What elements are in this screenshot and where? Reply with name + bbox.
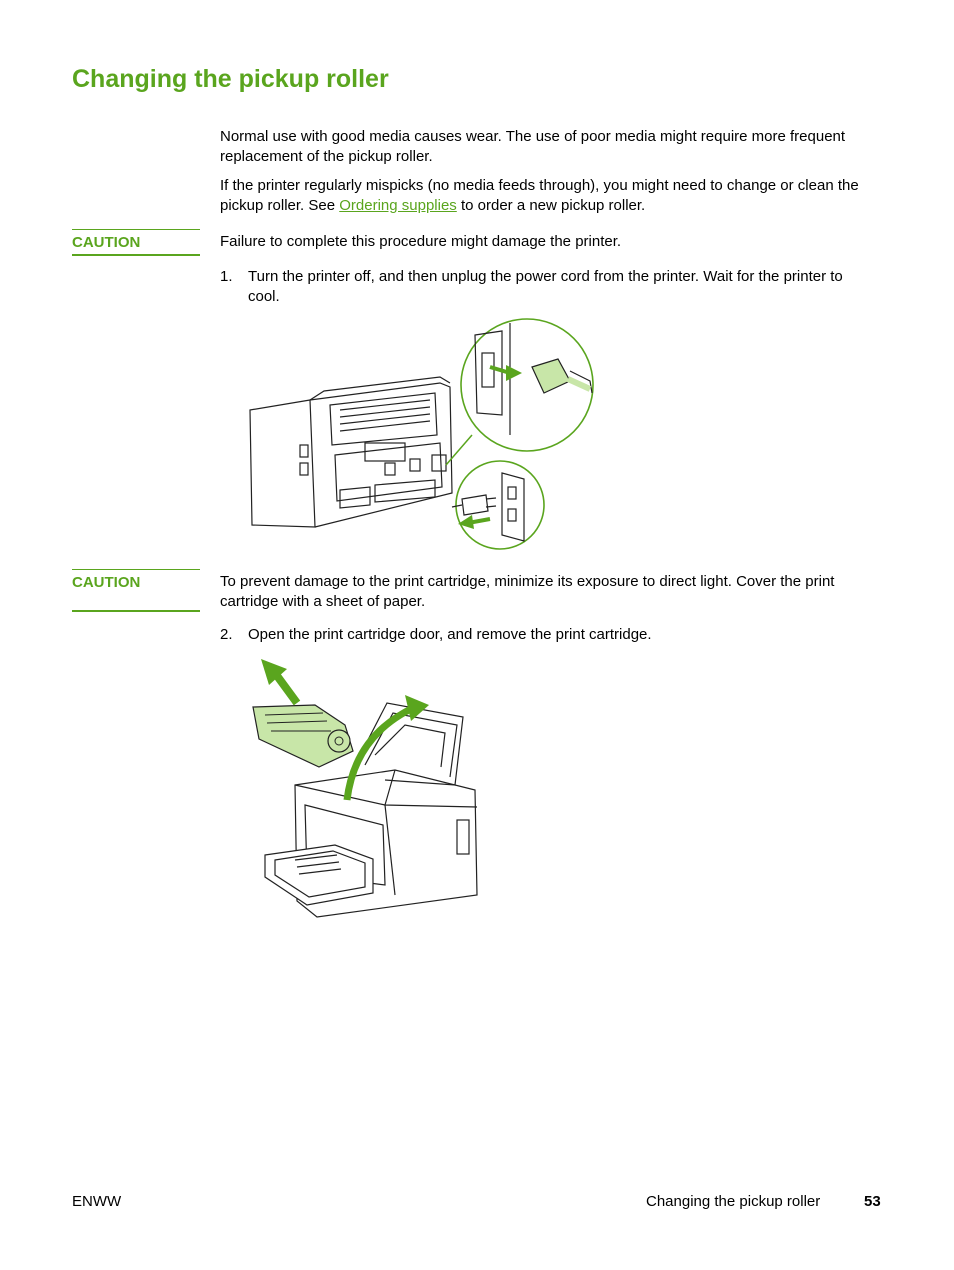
ordering-supplies-link[interactable]: Ordering supplies (339, 196, 457, 214)
caution-label-1: CAUTION (72, 229, 200, 256)
page-title: Changing the pickup roller (72, 65, 389, 93)
step-2: 2. Open the print cartridge door, and re… (220, 625, 870, 645)
footer-page-number: 53 (864, 1193, 881, 1210)
mispick-text-before: If the printer regularly mispicks (no me… (220, 177, 859, 214)
unplug-power-cord-illustration (249, 318, 594, 550)
step-1-number: 1. (220, 268, 233, 285)
caution-text-2: To prevent damage to the print cartridge… (220, 573, 835, 610)
remove-print-cartridge-illustration (252, 659, 478, 918)
caution-label-2: CAUTION (72, 569, 200, 612)
mispick-text-after: to order a new pickup roller. (456, 196, 646, 214)
intro-paragraph: Normal use with good media causes wear. … (220, 128, 846, 165)
footer-left: ENWW (72, 1193, 122, 1210)
step-1: 1. Turn the printer off, and then unplug… (220, 267, 870, 306)
step-1-text: Turn the printer off, and then unplug th… (248, 268, 843, 305)
footer-section-title: Changing the pickup roller (646, 1193, 821, 1210)
step-2-number: 2. (220, 626, 233, 643)
caution-text-1: Failure to complete this procedure might… (220, 233, 622, 250)
step-2-text: Open the print cartridge door, and remov… (248, 626, 652, 643)
mispick-paragraph: If the printer regularly mispicks (no me… (220, 176, 885, 215)
